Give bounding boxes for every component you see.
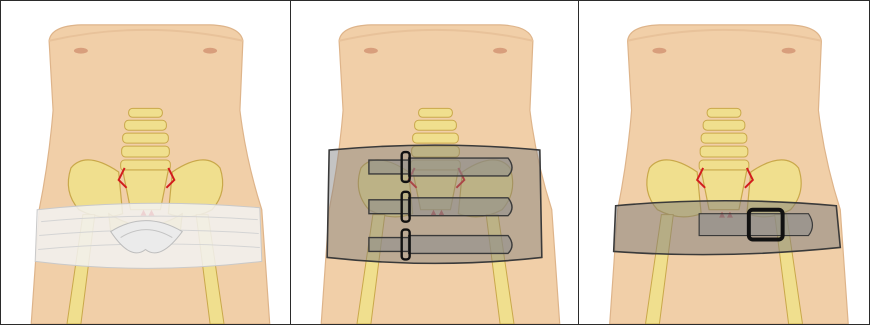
left-nipple	[74, 48, 88, 54]
right-nipple	[203, 48, 217, 54]
strap-binder	[327, 145, 542, 263]
belt-binder	[614, 201, 841, 255]
pelvis-bandage-illustration	[1, 1, 290, 324]
pelvis-strap-binder-illustration	[291, 1, 578, 324]
right-nipple	[493, 48, 507, 54]
left-nipple	[364, 48, 378, 54]
panel-bandage-wrap	[1, 1, 291, 324]
pelvis-belt-binder-illustration	[579, 1, 869, 324]
binder-straps	[369, 158, 512, 253]
panel-strap-binder	[291, 1, 579, 324]
right-nipple	[782, 48, 796, 54]
left-nipple	[652, 48, 666, 54]
panel-belt-binder	[579, 1, 869, 324]
bandage-wrap	[35, 203, 262, 268]
